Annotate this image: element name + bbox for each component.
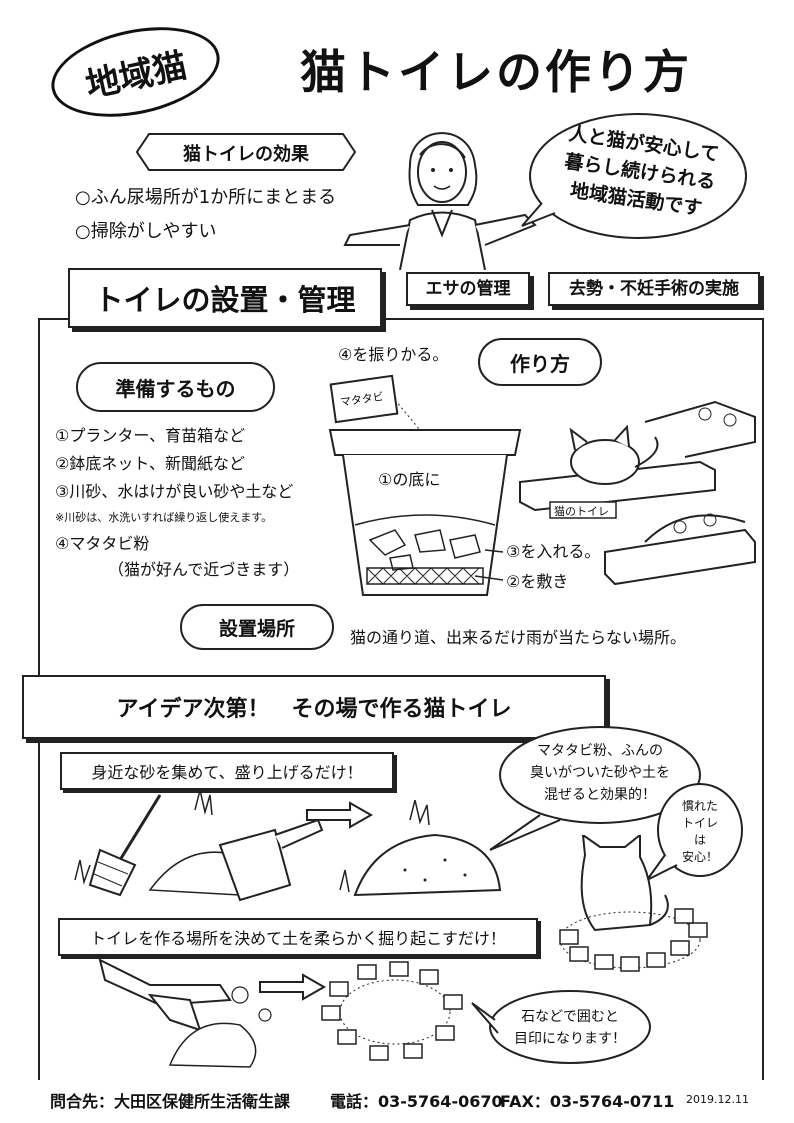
tab-feeding: エサの管理 xyxy=(406,272,530,306)
effects-heading-frame xyxy=(135,133,357,171)
effect-item: ○ふん尿場所が1か所にまとまる xyxy=(75,187,337,208)
toilet-sign: 猫のトイレ xyxy=(554,505,609,518)
prepare-item: ④マタタビ粉 xyxy=(55,534,150,553)
prepare-item: ②鉢底ネット、新聞紙など xyxy=(55,454,246,473)
tip2-text: トイレを作る場所を決めて土を柔らかく掘り起こすだけ！ xyxy=(90,929,506,948)
prepare-note: ※川砂は、水洗いすれば繰り返し使えます。 xyxy=(55,511,273,524)
stones-bubble xyxy=(471,990,651,1064)
prepare-item-sub: （猫が好んで近づきます） xyxy=(108,560,300,579)
prepare-item: ①プランター、育苗箱など xyxy=(55,426,246,445)
footer-contact: 問合先：大田区保健所生活衛生課 xyxy=(50,1092,291,1111)
effect-item: ○掃除がしやすい xyxy=(75,221,217,242)
prepare-heading: 準備するもの xyxy=(76,362,275,412)
cat-toilet-illustration xyxy=(519,400,756,586)
matatabi-bubble xyxy=(489,726,701,851)
tip1-text: 身近な砂を集めて、盛り上げるだけ！ xyxy=(91,763,363,782)
matatabi-text: マタタビ粉、ふんの 臭いがついた砂や土を 混ぜると効果的！ xyxy=(530,743,670,803)
woman-illustration xyxy=(343,132,537,270)
stones-bubble-text: 石などで囲むと 目印になります！ xyxy=(514,1009,626,1047)
tip1-box: 身近な砂を集めて、盛り上げるだけ！ xyxy=(60,752,394,790)
sweeping-illustration xyxy=(74,790,324,902)
badge: 地域猫 xyxy=(43,13,228,131)
prepare-item: ③川砂、水はけが良い砂や土など xyxy=(55,482,294,501)
planter-illustration xyxy=(328,374,522,596)
step-2: ②を敷き xyxy=(506,572,569,591)
badge-text: 地域猫 xyxy=(82,45,191,106)
section1-title: トイレの設置・管理 xyxy=(94,283,356,317)
footer-tel: 電話：03-5764-0670 xyxy=(330,1092,503,1111)
step-4: ④を振りかる。 xyxy=(338,345,449,364)
speech-bubble xyxy=(521,113,747,239)
place-text: 猫の通り道、出来るだけ雨が当たらない場所。 xyxy=(350,628,687,647)
stone-ring-illustration xyxy=(321,961,463,1061)
howto-heading: 作り方 xyxy=(478,338,602,386)
arrow-icon xyxy=(259,973,327,1001)
sand-mound-illustration xyxy=(339,800,502,897)
section2-title: アイデア次第！ その場で作る猫トイレ xyxy=(116,697,512,722)
tab-neutering: 去勢・不妊手術の実施 xyxy=(548,272,760,306)
footer-fax: FAX：03-5764-0711 xyxy=(500,1092,675,1111)
cat-stones-illustration xyxy=(559,835,708,972)
cat-bubble-text: 慣れた トイレ は 安心！ xyxy=(681,799,718,864)
arrow-icon xyxy=(306,801,374,829)
cat-bubble xyxy=(646,783,743,881)
section2-title-box: アイデア次第！ その場で作る猫トイレ xyxy=(22,675,606,739)
digging-illustration xyxy=(98,958,272,1068)
section1-title-box: トイレの設置・管理 xyxy=(68,268,382,328)
footer-date: 2019.12.11 xyxy=(686,1093,749,1106)
step-1: ①の底に xyxy=(378,470,441,489)
effects-heading: 猫トイレの効果 xyxy=(183,144,309,165)
tip2-box: トイレを作る場所を決めて土を柔らかく掘り起こすだけ！ xyxy=(58,918,538,956)
place-heading: 設置場所 xyxy=(180,604,334,650)
page-title: 猫トイレの作り方 xyxy=(300,45,692,99)
step-3: ③を入れる。 xyxy=(506,542,601,561)
